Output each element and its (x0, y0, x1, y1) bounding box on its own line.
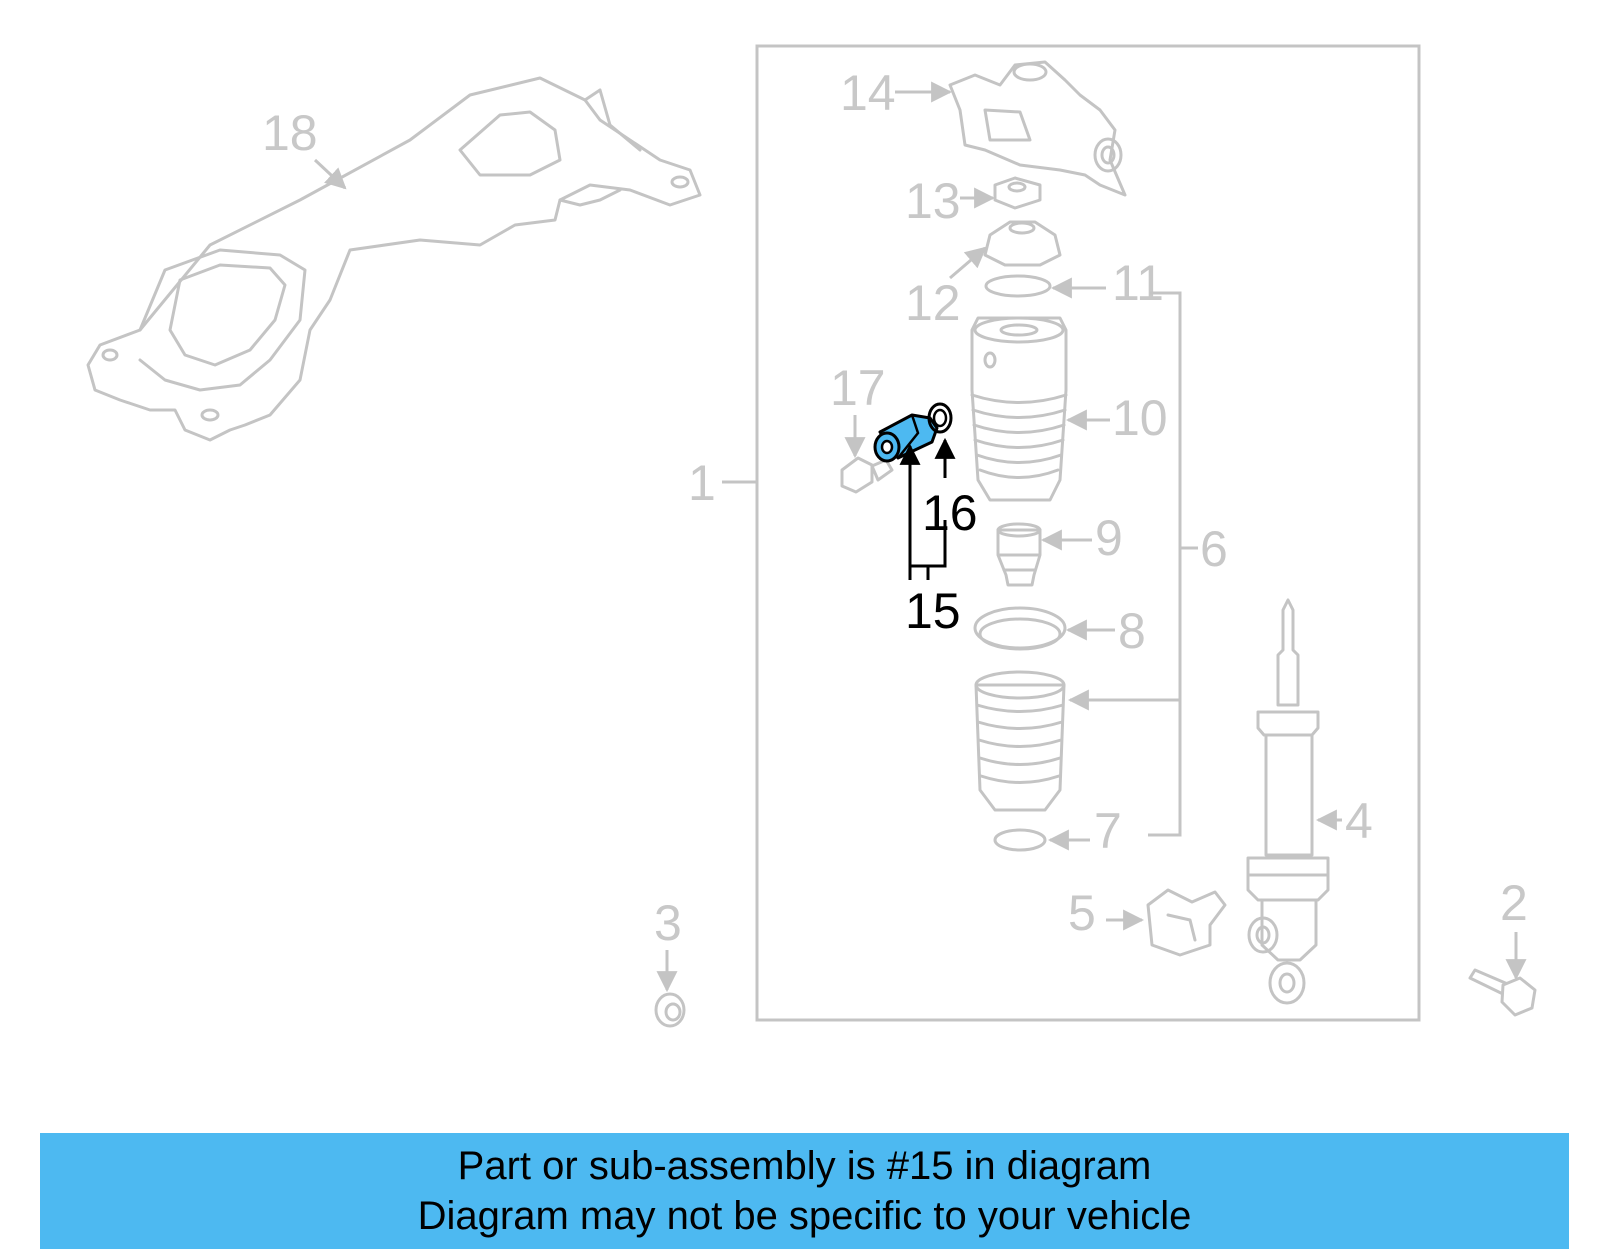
callout-18[interactable]: 18 (262, 105, 318, 161)
part-12-top-cap[interactable] (983, 220, 1062, 267)
part-dust-boot[interactable] (974, 670, 1066, 812)
callout-12[interactable]: 12 (905, 275, 961, 331)
callout-15[interactable]: 15 (905, 583, 961, 639)
callout-9[interactable]: 9 (1095, 510, 1123, 566)
info-banner: Part or sub-assembly is #15 in diagram D… (40, 1133, 1569, 1249)
part-8-clamp-ring[interactable] (973, 606, 1067, 651)
part-3-nut[interactable] (654, 992, 686, 1028)
callout-13[interactable]: 13 (905, 173, 961, 229)
banner-line-1: Part or sub-assembly is #15 in diagram (457, 1144, 1152, 1188)
part-15-valve-highlighted[interactable] (873, 413, 939, 463)
callout-5[interactable]: 5 (1068, 885, 1096, 941)
leader-12 (949, 246, 987, 280)
part-4-shock-absorber[interactable] (1246, 598, 1330, 1005)
leader-18 (313, 158, 347, 190)
part-16-o-ring[interactable] (927, 402, 953, 434)
callout-11[interactable]: 11 (1112, 255, 1164, 311)
callout-8[interactable]: 8 (1118, 603, 1146, 659)
leader-15 (899, 443, 930, 580)
callout-16[interactable]: 16 (922, 485, 978, 541)
part-9-bump-stop[interactable] (996, 522, 1042, 587)
callout-7[interactable]: 7 (1094, 803, 1122, 859)
part-2-bolt[interactable] (1468, 968, 1537, 1017)
callout-4[interactable]: 4 (1345, 793, 1373, 849)
callout-10[interactable]: 10 (1112, 390, 1168, 446)
assembly-frame (755, 44, 1421, 1022)
part-17-fitting[interactable] (840, 456, 894, 494)
part-13-nut[interactable] (993, 176, 1042, 210)
banner-line-2: Diagram may not be specific to your vehi… (417, 1194, 1192, 1238)
callout-1[interactable]: 1 (688, 455, 716, 511)
callout-6[interactable]: 6 (1200, 521, 1228, 577)
part-7-ring[interactable] (993, 828, 1047, 852)
callout-14[interactable]: 14 (840, 65, 896, 121)
callout-2[interactable]: 2 (1500, 875, 1528, 931)
part-11-ring[interactable] (984, 274, 1052, 298)
callout-17[interactable]: 17 (830, 360, 886, 416)
part-18-subframe[interactable] (86, 76, 702, 442)
part-14-upper-mount[interactable] (948, 60, 1127, 197)
callout-3[interactable]: 3 (654, 895, 682, 951)
group-6-bracket (1067, 291, 1198, 837)
part-5-bracket[interactable] (1146, 888, 1227, 957)
part-10-air-spring[interactable] (970, 316, 1068, 502)
